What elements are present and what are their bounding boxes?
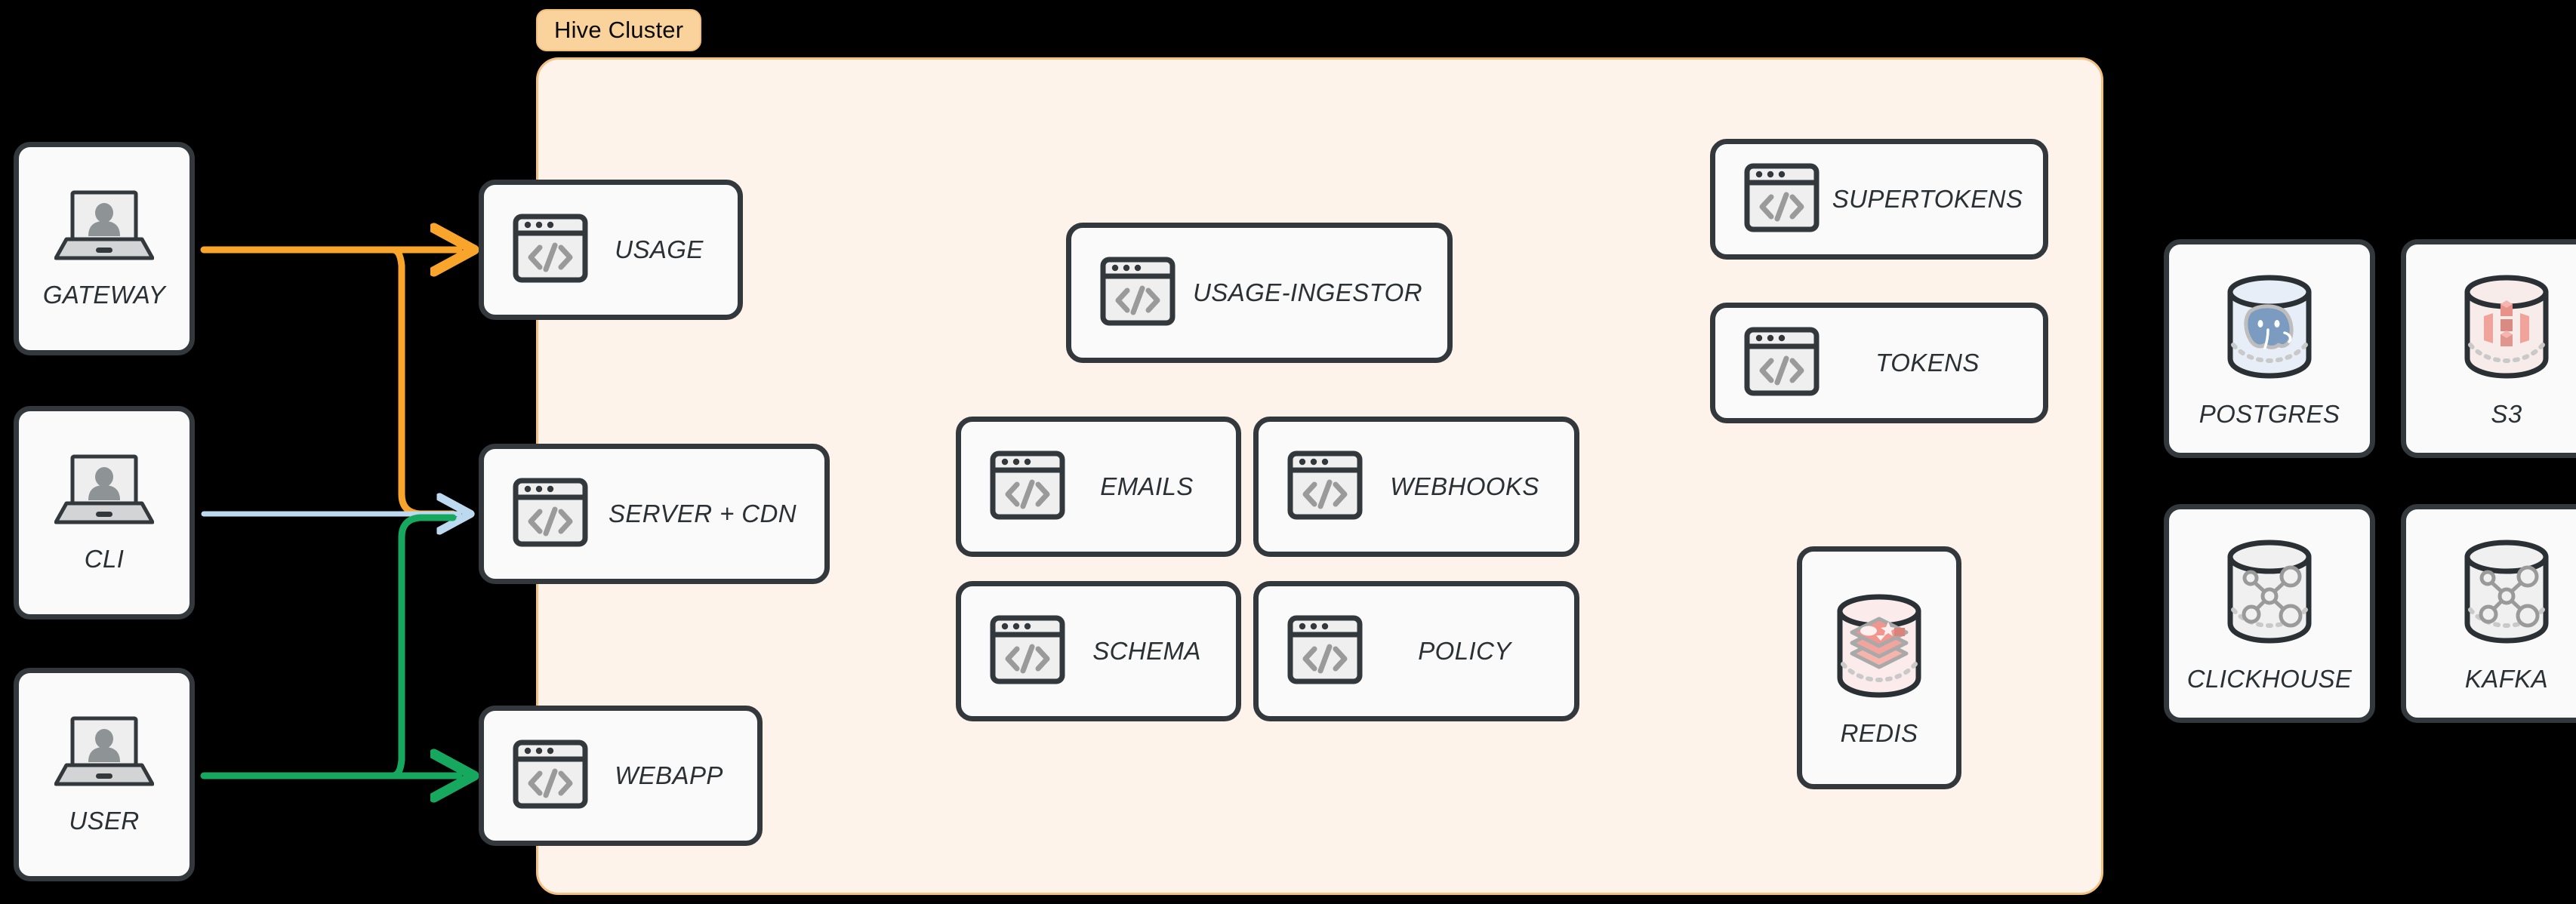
code-window-icon xyxy=(990,450,1065,524)
store-card-kafka[interactable]: KAFKA xyxy=(2401,504,2576,723)
service-card-policy[interactable]: POLICY xyxy=(1253,581,1579,721)
hive-cluster-badge: Hive Cluster xyxy=(536,9,702,51)
code-window-icon xyxy=(1287,450,1363,524)
store-label: REDIS xyxy=(1840,718,1918,747)
service-card-tokens[interactable]: TOKENS xyxy=(1710,303,2048,423)
store-card-clickhouse[interactable]: CLICKHOUSE xyxy=(2164,504,2375,723)
code-window-icon xyxy=(1100,257,1176,330)
s3-cylinder-icon xyxy=(2454,269,2559,386)
service-card-webapp[interactable]: WEBAPP xyxy=(479,706,763,846)
redis-cylinder-icon xyxy=(1826,589,1932,706)
code-window-icon xyxy=(513,739,588,813)
wire-user xyxy=(200,514,459,776)
code-window-icon xyxy=(513,214,588,287)
service-card-server-cdn[interactable]: SERVER + CDN xyxy=(479,444,830,584)
service-label: WEBHOOKS xyxy=(1390,472,1539,500)
clickhouse-cylinder-icon xyxy=(2217,534,2322,651)
code-window-icon xyxy=(1744,327,1820,400)
store-label: S3 xyxy=(2491,399,2522,428)
service-label: WEBAPP xyxy=(615,761,723,789)
kafka-cylinder-icon xyxy=(2454,534,2559,651)
store-card-postgres[interactable]: POSTGRES xyxy=(2164,239,2375,458)
service-label: TOKENS xyxy=(1875,349,1980,377)
store-label: POSTGRES xyxy=(2199,399,2340,428)
code-window-icon xyxy=(513,478,588,551)
service-card-webhooks[interactable]: WEBHOOKS xyxy=(1253,417,1579,557)
wire-gateway xyxy=(200,250,459,518)
code-window-icon xyxy=(1287,615,1363,688)
code-window-icon xyxy=(1744,163,1820,236)
client-label: USER xyxy=(69,807,140,835)
service-label: POLICY xyxy=(1418,637,1511,665)
service-card-usage[interactable]: USAGE xyxy=(479,180,743,320)
laptop-user-icon xyxy=(54,452,155,531)
service-label: SUPERTOKENS xyxy=(1832,185,2023,213)
service-card-supertokens[interactable]: SUPERTOKENS xyxy=(1710,139,2048,260)
service-label: USAGE xyxy=(615,235,704,263)
client-card-cli[interactable]: CLI xyxy=(14,406,195,620)
service-label: EMAILS xyxy=(1100,472,1194,500)
service-card-usage-ingestor[interactable]: USAGE-INGESTOR xyxy=(1066,223,1453,363)
store-label: CLICKHOUSE xyxy=(2186,664,2353,693)
service-label: SCHEMA xyxy=(1092,637,1201,665)
client-card-gateway[interactable]: GATEWAY xyxy=(14,142,195,355)
service-label: USAGE-INGESTOR xyxy=(1193,278,1422,306)
store-label: KAFKA xyxy=(2464,664,2549,693)
client-label: CLI xyxy=(84,545,125,573)
service-card-emails[interactable]: EMAILS xyxy=(956,417,1241,557)
store-card-s3[interactable]: S3 xyxy=(2401,239,2576,458)
client-card-user[interactable]: USER xyxy=(14,668,195,881)
store-card-redis[interactable]: REDIS xyxy=(1797,546,1961,789)
laptop-user-icon xyxy=(54,188,155,267)
laptop-user-icon xyxy=(54,714,155,793)
postgres-cylinder-icon xyxy=(2217,269,2322,386)
service-label: SERVER + CDN xyxy=(608,500,797,527)
code-window-icon xyxy=(990,615,1065,688)
client-label: GATEWAY xyxy=(42,281,166,309)
service-card-schema[interactable]: SCHEMA xyxy=(956,581,1241,721)
